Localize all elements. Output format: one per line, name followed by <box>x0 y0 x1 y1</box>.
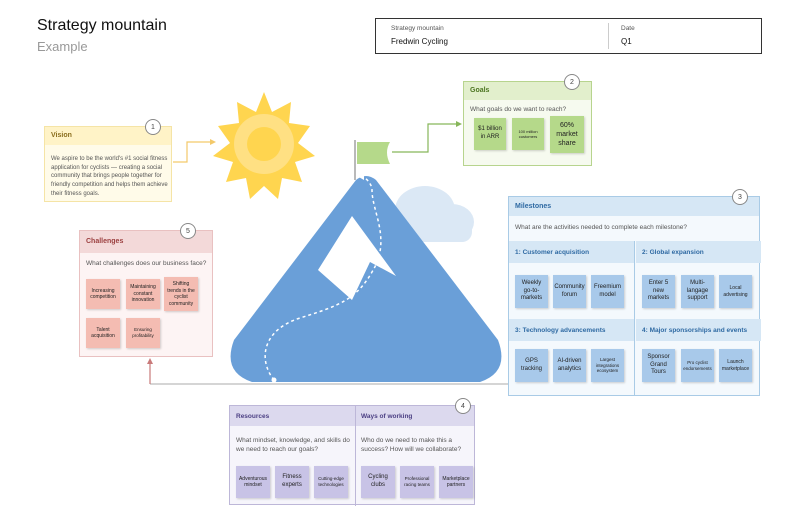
resources-ways-header-bar <box>230 406 474 426</box>
milestone-section-bar <box>509 319 634 341</box>
milestone-section-title: 2: Global expansion <box>642 249 704 256</box>
resources-ways-divider <box>355 406 356 506</box>
page-title: Strategy mountain <box>37 17 167 34</box>
milestone-divider <box>634 241 635 396</box>
connector-vision <box>173 141 214 163</box>
milestone-note[interactable]: Weekly go-to-markets <box>515 275 548 308</box>
milestone-note[interactable]: Enter 5 new markets <box>642 275 675 308</box>
goal-note[interactable]: 100 million customers <box>512 118 544 150</box>
challenge-note[interactable]: Maintaining constant innovation <box>126 279 160 309</box>
resource-note[interactable]: Cutting-edge technologies <box>314 466 348 498</box>
challenges-title: Challenges <box>80 231 212 253</box>
milestone-section-bar <box>636 319 761 341</box>
header-strategy-value[interactable]: Fredwin Cycling <box>391 37 448 46</box>
vision-title: Vision <box>45 127 171 145</box>
mountain-shape <box>230 176 502 382</box>
challenge-note[interactable]: Ensuring profitability <box>126 318 160 348</box>
page-subtitle: Example <box>37 39 88 54</box>
milestone-note[interactable]: Community forum <box>553 275 586 308</box>
goal-note[interactable]: $1 billion in ARR <box>474 118 506 150</box>
goals-panel: Goals What goals do we want to reach? $1… <box>463 81 592 166</box>
resources-ways-panel: Resources What mindset, knowledge, and s… <box>229 405 475 506</box>
flag-icon <box>357 142 390 164</box>
milestone-note[interactable]: Sponsor Grand Tours <box>642 349 675 382</box>
header-divider <box>608 23 609 49</box>
milestone-note[interactable]: GPS tracking <box>515 349 548 382</box>
vision-text[interactable]: We aspire to be the world's #1 social fi… <box>51 156 168 197</box>
mountain-trail <box>264 175 382 381</box>
resources-question: What mindset, knowledge, and skills do w… <box>236 437 350 454</box>
milestone-note[interactable]: AI-driven analytics <box>553 349 586 382</box>
milestone-note[interactable]: Multi-langage support <box>681 275 714 308</box>
milestone-section-bar <box>636 241 761 263</box>
milestones-title: Milestones <box>509 197 759 216</box>
connector-goals <box>392 123 459 153</box>
challenge-note[interactable]: Shifting trends in the cyclist community <box>164 277 198 311</box>
milestones-panel: Milestones What are the activities neede… <box>508 196 761 396</box>
milestone-note[interactable]: Local advertising <box>719 275 752 308</box>
resources-title: Resources <box>236 413 270 420</box>
sun-icon <box>213 92 315 199</box>
goals-question: What goals do we want to reach? <box>470 106 567 113</box>
ways-question: Who do we need to make this a success? H… <box>361 437 462 454</box>
resource-note[interactable]: Adventurous mindset <box>236 466 270 498</box>
ways-note[interactable]: Cycling clubs <box>361 466 395 498</box>
header-box: Strategy mountain Fredwin Cycling Date Q… <box>375 18 762 54</box>
header-date-label: Date <box>621 25 635 32</box>
milestones-question: What are the activities needed to comple… <box>515 224 687 231</box>
challenge-note[interactable]: Talent acquisition <box>86 318 120 348</box>
resource-note[interactable]: Fitness experts <box>275 466 309 498</box>
milestone-section-title: 3: Technology advancements <box>515 327 606 334</box>
challenge-note[interactable]: Increasing competition <box>86 279 120 309</box>
vision-panel: Vision We aspire to be the world's #1 so… <box>44 126 172 202</box>
mountain-snow <box>318 216 396 300</box>
goals-number-badge: 2 <box>564 74 580 90</box>
milestones-number-badge: 3 <box>732 189 748 205</box>
goal-note[interactable]: 60% market share <box>550 116 584 153</box>
milestone-note[interactable]: Freemium model <box>591 275 624 308</box>
challenges-question: What challenges does our business face? <box>86 260 207 267</box>
resources-number-badge: 4 <box>455 398 471 414</box>
vision-number-badge: 1 <box>145 119 161 135</box>
milestone-section-title: 1: Customer acquisition <box>515 249 590 256</box>
challenges-panel: Challenges What challenges does our busi… <box>79 230 213 357</box>
milestone-note[interactable]: Largest integrations ecosystem <box>591 349 624 382</box>
header-date-value[interactable]: Q1 <box>621 37 632 46</box>
milestone-section-title: 4: Major sponsorships and events <box>642 327 748 334</box>
milestone-section-bar <box>509 241 634 263</box>
ways-note[interactable]: Marketplace partners <box>439 466 473 498</box>
challenges-number-badge: 5 <box>180 223 196 239</box>
ways-note[interactable]: Professional racing teams <box>400 466 434 498</box>
header-strategy-label: Strategy mountain <box>391 25 444 32</box>
goals-title: Goals <box>464 82 591 100</box>
milestone-note[interactable]: Pro cyclist endorsements <box>681 349 714 382</box>
milestone-note[interactable]: Launch marketplace <box>719 349 752 382</box>
ways-title: Ways of working <box>361 413 413 420</box>
